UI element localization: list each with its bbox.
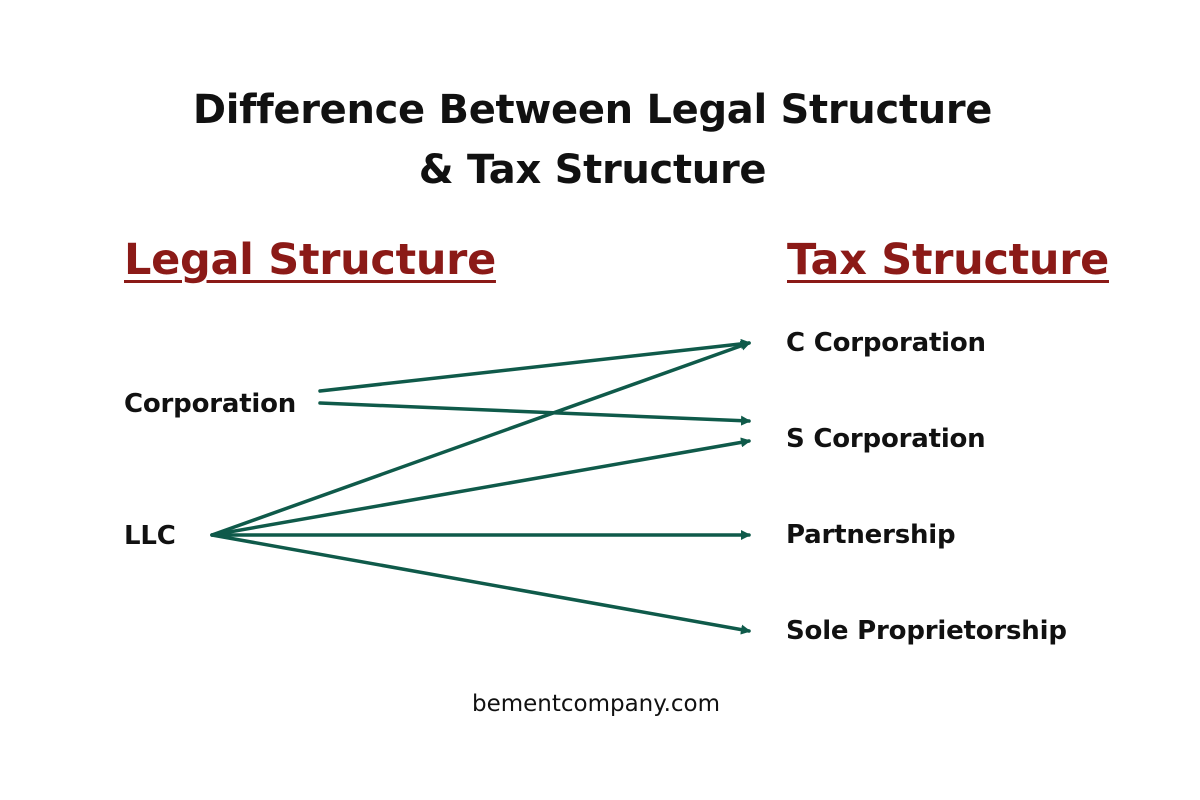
arrow-corporation-to-s-corporation: [318, 401, 751, 426]
footer-website: bementcompany.com: [471, 691, 721, 717]
arrow-llc-to-s-corporation: [210, 437, 751, 537]
tax-node-sole-proprietorship: Sole Proprietorship: [786, 616, 1067, 646]
tax-node-partnership: Partnership: [786, 520, 956, 550]
tax-structure-heading: Tax Structure: [787, 235, 1109, 285]
legal-structure-heading: Legal Structure: [124, 235, 496, 285]
legal-node-llc: LLC: [124, 521, 176, 551]
page-title: Difference Between Legal Structure & Tax…: [0, 80, 1185, 200]
title-line-2: & Tax Structure: [418, 147, 767, 193]
title-line-1: Difference Between Legal Structure: [192, 87, 993, 133]
arrow-llc-to-sole-proprietorship: [210, 533, 751, 635]
arrow-llc-to-c-corporation: [210, 340, 751, 537]
tax-node-c-corporation: C Corporation: [786, 328, 986, 358]
legal-node-corporation: Corporation: [124, 389, 297, 419]
tax-node-s-corporation: S Corporation: [786, 424, 986, 454]
arrow-corporation-to-c-corporation: [318, 338, 751, 393]
